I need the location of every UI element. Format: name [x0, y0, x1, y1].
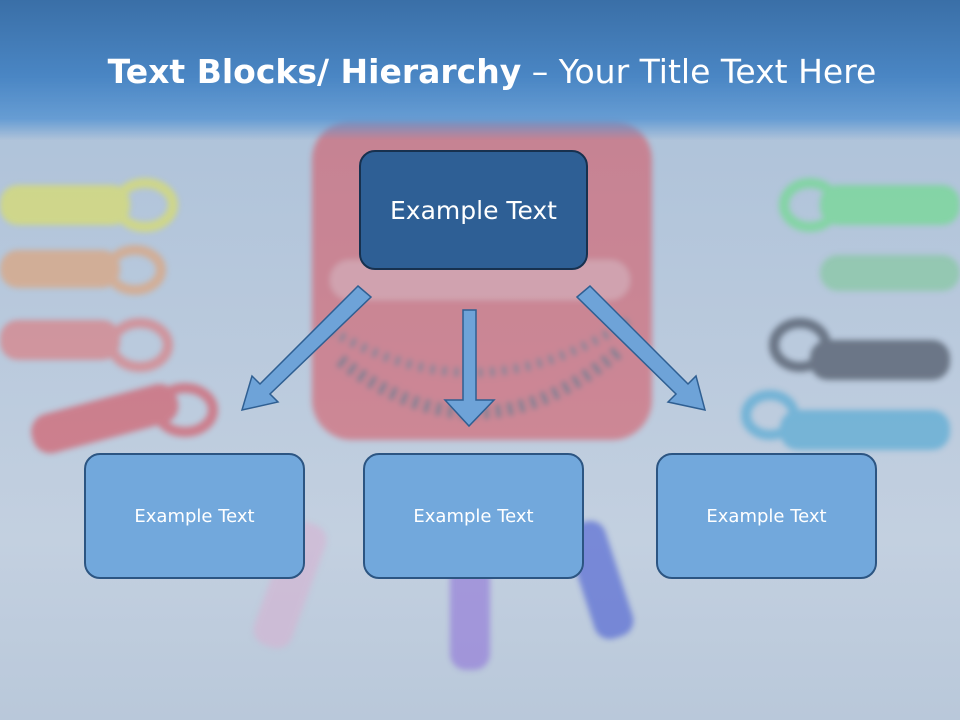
arrow-to-right-box — [575, 284, 707, 411]
arrow-to-left-box — [240, 284, 373, 412]
title-bold-part: Text Blocks/ Hierarchy — [107, 52, 522, 91]
top-level-box[interactable]: Example Text — [359, 150, 588, 270]
top-level-box-label: Example Text — [390, 195, 557, 225]
child-box-left-label: Example Text — [134, 505, 255, 527]
child-box-center-label: Example Text — [413, 505, 534, 527]
child-box-right[interactable]: Example Text — [656, 453, 877, 579]
slide-title: Text Blocks/ Hierarchy – Your Title Text… — [0, 52, 960, 91]
title-band — [0, 0, 960, 140]
child-box-center[interactable]: Example Text — [363, 453, 584, 579]
child-box-left[interactable]: Example Text — [84, 453, 305, 579]
arrow-to-center-box — [443, 309, 496, 428]
child-box-right-label: Example Text — [706, 505, 827, 527]
title-rest-part: – Your Title Text Here — [521, 52, 877, 91]
